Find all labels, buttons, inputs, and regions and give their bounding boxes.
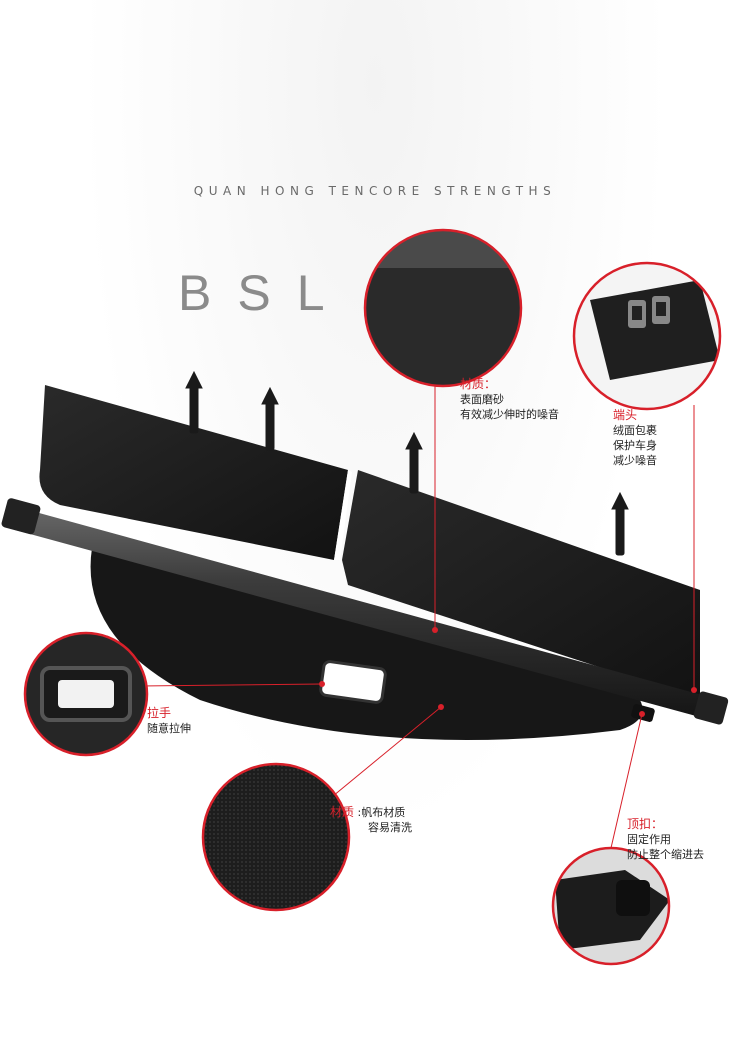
hook — [611, 491, 629, 556]
callout-title: 端头 — [613, 408, 638, 422]
callout-line: 容易清洗 — [368, 821, 412, 834]
callout-fabric-material: 材质 :帆布材质 容易清洗 — [330, 805, 412, 835]
callout-line: 固定作用 — [627, 833, 671, 846]
callout-title: 材质 — [330, 805, 355, 819]
hook — [261, 386, 279, 451]
callout-top-buckle: 顶扣： 固定作用 防止整个缩进去 — [627, 817, 704, 862]
zoom-circle-handle — [23, 631, 149, 757]
cover-panel-right — [342, 470, 700, 700]
callout-line: 表面磨砂 — [460, 393, 504, 406]
callout-line: 随意拉伸 — [147, 722, 191, 735]
callout-title: 拉手 — [147, 706, 172, 720]
callout-title: 材质： — [460, 377, 497, 391]
zoom-circle-end-cap — [572, 261, 722, 411]
roller-tube — [8, 505, 720, 722]
callout-line: 保护车身 — [613, 439, 657, 452]
zoom-circle-fabric — [201, 762, 351, 912]
end-cap-right — [693, 691, 729, 725]
callout-line: 减少噪音 — [613, 454, 657, 467]
brand-logo-text: BSL — [178, 265, 351, 321]
brand-tagline: QUAN HONG TENCORE STRENGTHS — [193, 184, 557, 198]
cover-panel-left — [39, 385, 348, 560]
callout-inline-text: :帆布材质 — [357, 806, 406, 819]
callout-line: 有效减少伸时的噪音 — [460, 408, 559, 421]
callout-handle: 拉手 随意拉伸 — [147, 706, 191, 736]
fabric-handle — [319, 660, 387, 704]
callout-line: 防止整个缩进去 — [627, 848, 704, 861]
callout-surface-material: 材质： 表面磨砂 有效减少伸时的噪音 — [460, 377, 559, 422]
callout-title: 顶扣： — [627, 817, 664, 831]
hook — [185, 370, 203, 434]
zoom-circle-surface — [363, 228, 523, 388]
callout-line: 绒面包裹 — [613, 424, 657, 437]
end-cap-left — [1, 498, 41, 535]
panel-slot — [334, 470, 352, 560]
callout-end-cap: 端头 绒面包裹 保护车身 减少噪音 — [613, 408, 657, 468]
leader-dots — [319, 627, 697, 717]
hook — [405, 431, 423, 494]
fabric-sheet — [90, 540, 643, 740]
zoom-circle-buckle — [551, 846, 671, 966]
